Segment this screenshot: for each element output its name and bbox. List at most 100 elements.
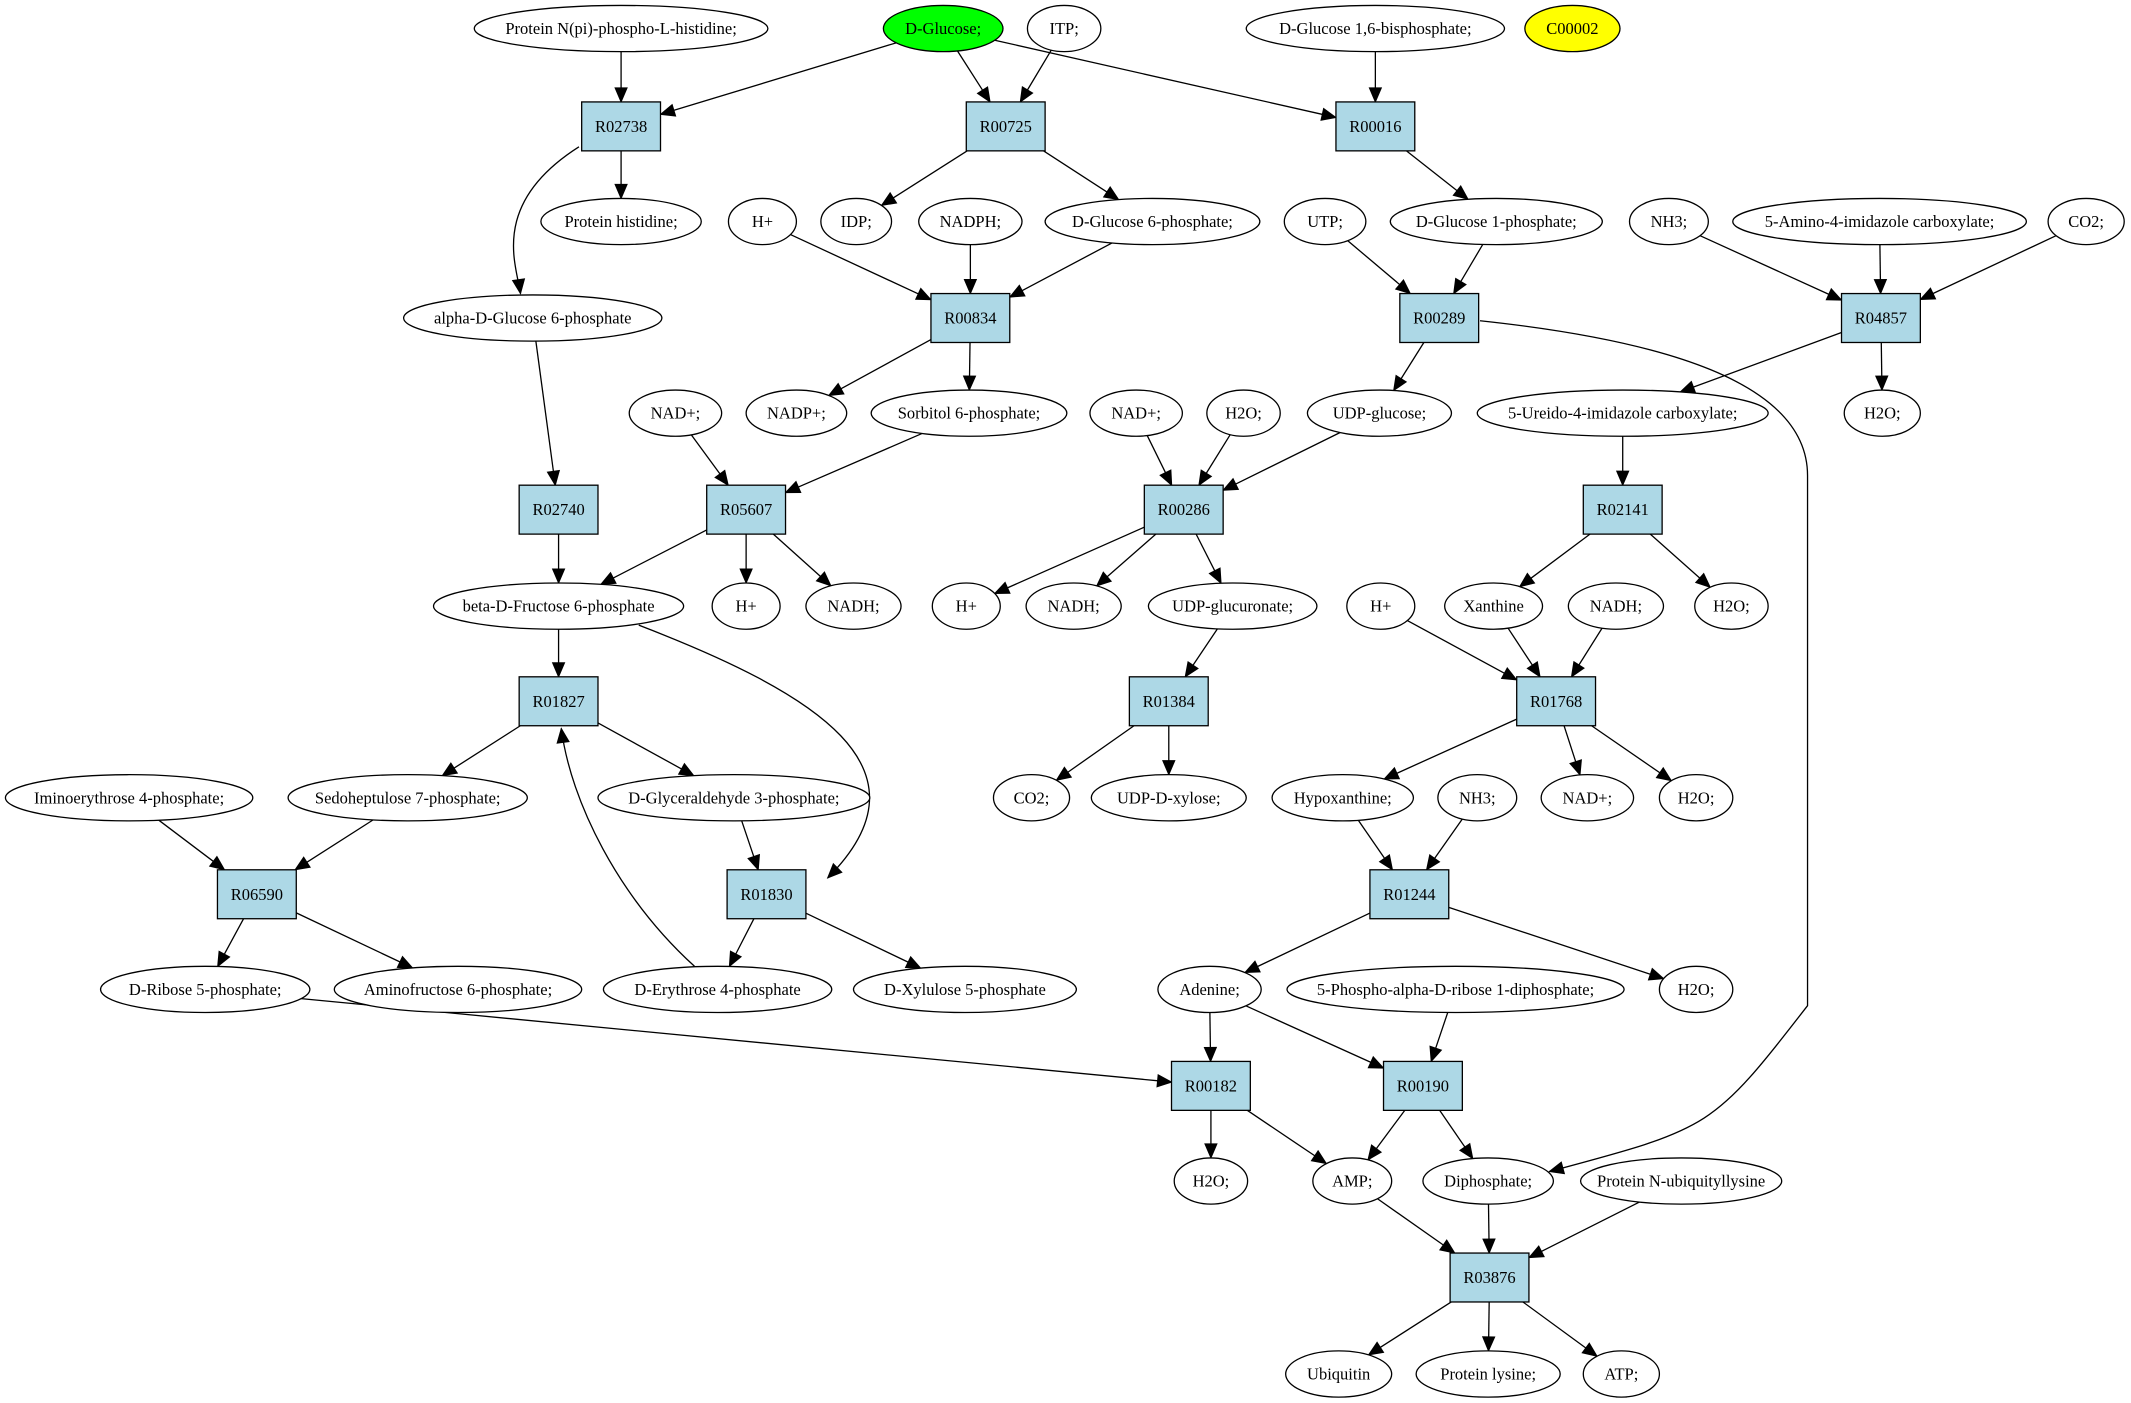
compound-node[interactable]: 5-Phospho-alpha-D-ribose 1-diphosphate; bbox=[1286, 965, 1625, 1014]
compound-node[interactable]: 5-Ureido-4-imidazole carboxylate; bbox=[1476, 389, 1769, 437]
compound-node[interactable]: D-Glucose 1,6-bisphosphate; bbox=[1245, 4, 1506, 53]
compound-label: CO2; bbox=[1014, 788, 1050, 807]
reaction-node[interactable]: R01827 bbox=[518, 676, 599, 727]
compound-node[interactable]: H2O; bbox=[1694, 582, 1769, 630]
reaction-node[interactable]: R00289 bbox=[1399, 292, 1480, 344]
reaction-node[interactable]: R00190 bbox=[1382, 1060, 1463, 1111]
edge-arrow bbox=[690, 434, 729, 487]
compound-node[interactable]: C00002 bbox=[1524, 4, 1621, 53]
compound-node[interactable]: D-Xylulose 5-phosphate bbox=[852, 965, 1078, 1014]
compound-node[interactable]: H2O; bbox=[1658, 774, 1734, 822]
compound-node[interactable]: D-Glucose 6-phosphate; bbox=[1044, 197, 1261, 246]
compound-label: NAD+; bbox=[1563, 788, 1613, 807]
compound-node[interactable]: NADH; bbox=[1567, 582, 1665, 630]
compound-ellipse bbox=[870, 389, 1068, 437]
compound-node[interactable]: D-Glucose 1-phosphate; bbox=[1389, 197, 1603, 246]
edge-arrow bbox=[599, 529, 708, 585]
compound-node[interactable]: 5-Amino-4-imidazole carboxylate; bbox=[1732, 197, 2028, 246]
compound-ellipse bbox=[1285, 1350, 1393, 1398]
edge-arrow bbox=[1919, 235, 2057, 301]
reaction-node[interactable]: R02141 bbox=[1582, 484, 1663, 535]
compound-node[interactable]: AMP; bbox=[1312, 1157, 1393, 1205]
reaction-node[interactable]: R00016 bbox=[1335, 101, 1416, 152]
compound-node[interactable]: UDP-D-xylose; bbox=[1090, 774, 1247, 822]
reaction-node[interactable]: R02740 bbox=[518, 484, 599, 535]
compound-node[interactable]: NAD+; bbox=[628, 389, 723, 437]
reaction-node[interactable]: R00725 bbox=[965, 101, 1046, 152]
compound-label: NADH; bbox=[1590, 597, 1642, 616]
compound-node[interactable]: Sedoheptulose 7-phosphate; bbox=[287, 774, 528, 822]
reaction-node[interactable]: R01384 bbox=[1128, 676, 1209, 727]
reaction-node[interactable]: R01768 bbox=[1516, 676, 1597, 727]
reaction-node[interactable]: R01830 bbox=[726, 869, 807, 920]
compound-node[interactable]: Protein N(pi)-phospho-L-histidine; bbox=[473, 4, 769, 53]
compound-node[interactable]: D-Ribose 5-phosphate; bbox=[99, 965, 311, 1014]
compound-node[interactable]: CO2; bbox=[2047, 197, 2125, 246]
compound-node[interactable]: H+ bbox=[931, 582, 1001, 630]
compound-node[interactable]: H2O; bbox=[1658, 965, 1734, 1014]
compound-node[interactable]: NAD+; bbox=[1089, 389, 1184, 437]
edge-arrow bbox=[1095, 533, 1157, 587]
compound-ellipse bbox=[1025, 582, 1122, 630]
compound-node[interactable]: UTP; bbox=[1283, 197, 1367, 246]
compound-node[interactable]: Protein N-ubiquityllysine bbox=[1579, 1157, 1783, 1205]
compound-node[interactable]: Aminofructose 6-phosphate; bbox=[333, 965, 583, 1014]
compound-node[interactable]: D-Glyceraldehyde 3-phosphate; bbox=[597, 774, 871, 822]
compound-node[interactable]: Protein histidine; bbox=[540, 197, 702, 246]
compound-node[interactable]: NADPH; bbox=[918, 197, 1023, 246]
compound-node[interactable]: ITP; bbox=[1026, 4, 1102, 53]
compound-node[interactable]: H2O; bbox=[1843, 389, 1921, 437]
compound-label: D-Glucose 1-phosphate; bbox=[1416, 212, 1577, 231]
compound-ellipse bbox=[1582, 1350, 1661, 1398]
compound-node[interactable]: ATP; bbox=[1582, 1350, 1661, 1398]
reaction-box bbox=[726, 869, 807, 920]
compound-node[interactable]: NH3; bbox=[1437, 774, 1518, 822]
compound-node[interactable]: UDP-glucose; bbox=[1306, 389, 1453, 437]
reaction-node[interactable]: R00182 bbox=[1170, 1060, 1251, 1111]
compound-node[interactable]: NADH; bbox=[805, 582, 902, 630]
reaction-node[interactable]: R00834 bbox=[930, 292, 1011, 344]
compound-node[interactable]: IDP; bbox=[820, 197, 893, 246]
compound-node[interactable]: alpha-D-Glucose 6-phosphate bbox=[402, 294, 663, 342]
compound-node[interactable]: NAD+; bbox=[1540, 774, 1635, 822]
compound-node[interactable]: Hypoxanthine; bbox=[1271, 774, 1415, 822]
compound-label: NH3; bbox=[1459, 788, 1496, 807]
compound-node[interactable]: Protein lysine; bbox=[1415, 1350, 1561, 1398]
compound-node[interactable]: D-Glucose; bbox=[882, 4, 1004, 53]
compound-node[interactable]: H2O; bbox=[1173, 1157, 1249, 1205]
compound-node[interactable]: H2O; bbox=[1206, 389, 1281, 437]
compound-node[interactable]: Xanthine bbox=[1444, 582, 1544, 630]
compound-node[interactable]: H+ bbox=[727, 197, 798, 246]
compound-node[interactable]: D-Erythrose 4-phosphate bbox=[602, 965, 833, 1014]
compound-label: Adenine; bbox=[1179, 980, 1239, 999]
compound-node[interactable]: H+ bbox=[711, 582, 781, 630]
edge-arrow bbox=[1482, 1204, 1496, 1255]
reaction-node[interactable]: R06590 bbox=[216, 869, 297, 920]
compound-node[interactable]: Ubiquitin bbox=[1285, 1350, 1393, 1398]
reaction-node[interactable]: R03876 bbox=[1449, 1252, 1530, 1303]
compound-node[interactable]: Adenine; bbox=[1157, 965, 1262, 1014]
compound-node[interactable]: H+ bbox=[1346, 582, 1416, 630]
reaction-node[interactable]: R00286 bbox=[1143, 484, 1224, 535]
reaction-node[interactable]: R02738 bbox=[581, 101, 662, 152]
reaction-label: R04857 bbox=[1855, 309, 1907, 328]
compound-node[interactable]: NADH; bbox=[1025, 582, 1122, 630]
compound-label: H+ bbox=[956, 597, 977, 616]
compound-label: NADPH; bbox=[940, 212, 1001, 231]
reaction-node[interactable]: R05607 bbox=[706, 484, 787, 535]
compound-node[interactable]: NADP+; bbox=[745, 389, 848, 437]
reaction-node[interactable]: R04857 bbox=[1840, 292, 1921, 344]
reaction-label: R03876 bbox=[1463, 1268, 1515, 1287]
compound-node[interactable]: beta-D-Fructose 6-phosphate bbox=[432, 582, 685, 630]
compound-node[interactable]: UDP-glucuronate; bbox=[1147, 582, 1318, 630]
compound-label: Protein lysine; bbox=[1440, 1365, 1536, 1384]
compound-node[interactable]: Diphosphate; bbox=[1422, 1157, 1555, 1205]
compound-label: H2O; bbox=[1678, 980, 1715, 999]
compound-node[interactable]: Iminoerythrose 4-phosphate; bbox=[4, 774, 254, 822]
compound-node[interactable]: Sorbitol 6-phosphate; bbox=[870, 389, 1068, 437]
compound-node[interactable]: CO2; bbox=[992, 774, 1071, 822]
compound-label: NADH; bbox=[827, 597, 879, 616]
reaction-box bbox=[1399, 292, 1480, 344]
reaction-node[interactable]: R01244 bbox=[1369, 869, 1450, 920]
compound-node[interactable]: NH3; bbox=[1628, 197, 1709, 246]
